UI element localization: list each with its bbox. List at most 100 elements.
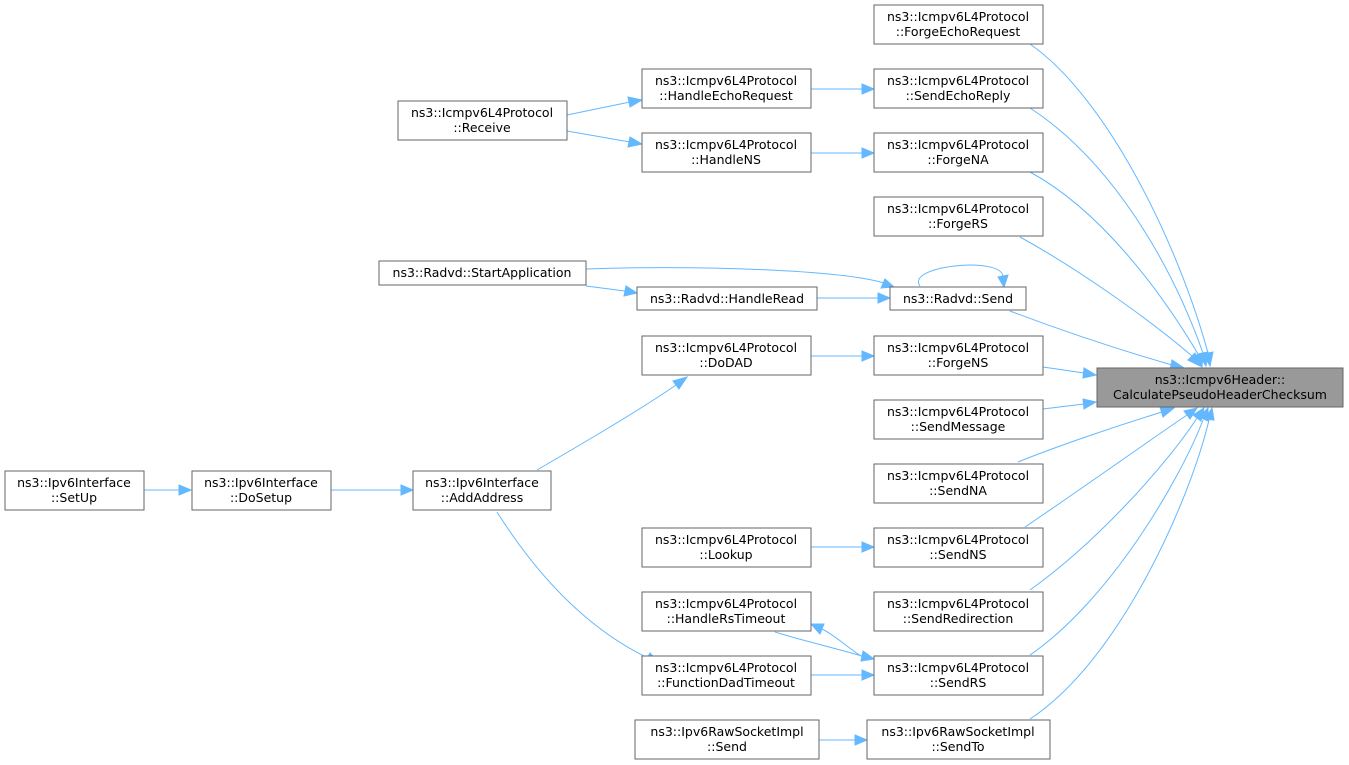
node-label-line2: ::ForgeNA — [927, 152, 989, 167]
node-set-up[interactable]: ns3::Ipv6Interface ::SetUp — [4, 470, 145, 511]
graph-nodes: ns3::Icmpv6Header:: CalculatePseudoHeade… — [4, 4, 1344, 760]
node-forge-rs[interactable]: ns3::Icmpv6L4Protocol ::ForgeRS — [873, 196, 1044, 237]
node-label-line1: ns3::Icmpv6Header:: — [1155, 372, 1286, 387]
node-label-line2: CalculatePseudoHeaderChecksum — [1113, 387, 1327, 402]
edge-send-ns-to-target — [1024, 407, 1199, 528]
node-forge-na[interactable]: ns3::Icmpv6L4Protocol ::ForgeNA — [873, 132, 1044, 173]
node-label-line2: ::DoDAD — [699, 355, 752, 370]
edge-start-application-to-radvd-send — [585, 267, 896, 289]
node-label: ns3::Radvd::Send — [903, 291, 1013, 306]
edge-lookup-to-send-ns — [811, 541, 876, 553]
node-label: ns3::Radvd::HandleRead — [650, 291, 804, 306]
node-label-line1: ns3::Icmpv6L4Protocol — [887, 404, 1029, 419]
node-receive[interactable]: ns3::Icmpv6L4Protocol ::Receive — [397, 100, 568, 141]
node-label-line2: ::AddAddress — [441, 490, 523, 505]
edge-radvd-send-self-loop — [917, 264, 1009, 289]
node-label-line1: ns3::Icmpv6L4Protocol — [655, 532, 797, 547]
node-forge-echo-request[interactable]: ns3::Icmpv6L4Protocol ::ForgeEchoRequest — [873, 4, 1044, 45]
edge-send-rs-to-target — [1029, 406, 1209, 656]
edge-forge-na-to-target — [1029, 171, 1204, 369]
node-forge-ns[interactable]: ns3::Icmpv6L4Protocol ::ForgeNS — [873, 335, 1044, 376]
node-label-line1: ns3::Icmpv6L4Protocol — [887, 660, 1029, 675]
edge-set-up-to-do-setup — [144, 484, 193, 496]
node-handle-rs-timeout[interactable]: ns3::Icmpv6L4Protocol ::HandleRsTimeout — [641, 591, 812, 632]
node-send-message[interactable]: ns3::Icmpv6L4Protocol ::SendMessage — [873, 399, 1044, 440]
node-label-line2: ::SendRedirection — [903, 611, 1014, 626]
edge-forge-ns-to-target — [1042, 366, 1098, 379]
edge-handle-read-to-radvd-send — [817, 292, 892, 304]
node-send-redirection[interactable]: ns3::Icmpv6L4Protocol ::SendRedirection — [873, 591, 1044, 632]
edge-send-rs-to-handle-rs-timeout — [809, 623, 867, 660]
node-label-line2: ::ForgeRS — [928, 216, 988, 231]
node-handle-ns[interactable]: ns3::Icmpv6L4Protocol ::HandleNS — [641, 132, 812, 173]
node-label-line2: ::SendNA — [929, 483, 987, 498]
node-start-application[interactable]: ns3::Radvd::StartApplication — [378, 260, 587, 286]
node-label-line2: ::FunctionDadTimeout — [657, 675, 795, 690]
node-label-line1: ns3::Icmpv6L4Protocol — [887, 468, 1029, 483]
node-label-line2: ::DoSetup — [230, 490, 292, 505]
node-label-line1: ns3::Icmpv6L4Protocol — [887, 9, 1029, 24]
edge-send-redirection-to-target — [1029, 406, 1205, 591]
node-send-ns[interactable]: ns3::Icmpv6L4Protocol ::SendNS — [873, 527, 1044, 568]
edge-forge-rs-to-target — [1019, 236, 1201, 368]
edge-handle-rs-timeout-to-send-rs — [774, 631, 876, 662]
node-label-line1: ns3::Ipv6RawSocketImpl — [881, 724, 1034, 739]
node-label-line1: ns3::Icmpv6L4Protocol — [655, 596, 797, 611]
node-add-address[interactable]: ns3::Ipv6Interface ::AddAddress — [412, 470, 552, 511]
node-label-line2: ::SendTo — [931, 739, 984, 754]
edge-do-setup-to-add-address — [331, 484, 415, 496]
node-label-line2: ::SendMessage — [911, 419, 1006, 434]
edge-do-dad-to-forge-ns — [811, 350, 876, 362]
node-label-line1: ns3::Icmpv6L4Protocol — [887, 73, 1029, 88]
edge-receive-to-handle-ns — [566, 130, 644, 148]
node-lookup[interactable]: ns3::Icmpv6L4Protocol ::Lookup — [641, 527, 812, 568]
edge-forge-echo-request-to-target — [1029, 43, 1214, 368]
node-do-setup[interactable]: ns3::Ipv6Interface ::DoSetup — [191, 470, 332, 511]
node-label-line2: ::SendEchoReply — [906, 88, 1011, 103]
graph-edges — [144, 43, 1215, 746]
node-radvd-handle-read[interactable]: ns3::Radvd::HandleRead — [636, 286, 818, 311]
node-label-line1: ns3::Icmpv6L4Protocol — [887, 137, 1029, 152]
edge-raw-send-to-raw-send-to — [819, 734, 869, 746]
node-label-line2: ::ForgeEchoRequest — [896, 24, 1021, 39]
edge-raw-send-to-to-target — [1029, 406, 1215, 720]
node-handle-echo-request[interactable]: ns3::Icmpv6L4Protocol ::HandleEchoReques… — [641, 68, 812, 109]
node-raw-send-to[interactable]: ns3::Ipv6RawSocketImpl ::SendTo — [866, 719, 1051, 760]
node-label-line2: ::HandleRsTimeout — [667, 611, 786, 626]
node-label-line2: ::ForgeNS — [928, 355, 989, 370]
node-label-line1: ns3::Icmpv6L4Protocol — [655, 340, 797, 355]
node-label-line2: ::SetUp — [51, 490, 97, 505]
node-label-line1: ns3::Icmpv6L4Protocol — [887, 596, 1029, 611]
node-label-line1: ns3::Ipv6Interface — [425, 475, 539, 490]
node-target-calculate-pseudo-header-checksum[interactable]: ns3::Icmpv6Header:: CalculatePseudoHeade… — [1096, 367, 1344, 408]
node-do-dad[interactable]: ns3::Icmpv6L4Protocol ::DoDAD — [641, 335, 812, 376]
edge-send-message-to-target — [1042, 398, 1098, 410]
edge-function-dad-timeout-to-send-rs — [811, 669, 876, 681]
node-label-line2: ::Lookup — [699, 547, 752, 562]
node-label-line1: ns3::Icmpv6L4Protocol — [655, 73, 797, 88]
node-label-line2: ::Receive — [453, 120, 511, 135]
node-label-line1: ns3::Icmpv6L4Protocol — [887, 340, 1029, 355]
edge-add-address-to-do-dad — [536, 376, 689, 471]
node-label-line2: ::HandleNS — [691, 152, 761, 167]
node-label-line1: ns3::Icmpv6L4Protocol — [887, 532, 1029, 547]
edge-handle-ns-to-forge-na — [811, 147, 876, 159]
node-function-dad-timeout[interactable]: ns3::Icmpv6L4Protocol ::FunctionDadTimeo… — [641, 655, 812, 696]
node-label-line2: ::SendNS — [929, 547, 986, 562]
node-label-line1: ns3::Ipv6Interface — [17, 475, 131, 490]
edge-add-address-to-function-dad-timeout — [496, 511, 661, 664]
node-send-na[interactable]: ns3::Icmpv6L4Protocol ::SendNA — [873, 463, 1044, 504]
node-label-line1: ns3::Ipv6Interface — [204, 475, 318, 490]
node-radvd-send[interactable]: ns3::Radvd::Send — [889, 286, 1027, 311]
node-label-line1: ns3::Icmpv6L4Protocol — [655, 660, 797, 675]
node-label-line1: ns3::Icmpv6L4Protocol — [411, 105, 553, 120]
node-raw-send[interactable]: ns3::Ipv6RawSocketImpl ::Send — [634, 719, 820, 760]
node-label-line2: ::SendRS — [930, 675, 987, 690]
node-label-line2: ::Send — [707, 739, 747, 754]
node-label-line1: ns3::Icmpv6L4Protocol — [887, 201, 1029, 216]
node-send-echo-reply[interactable]: ns3::Icmpv6L4Protocol ::SendEchoReply — [873, 68, 1044, 109]
node-send-rs[interactable]: ns3::Icmpv6L4Protocol ::SendRS — [873, 655, 1044, 696]
edge-start-application-to-handle-read — [585, 285, 639, 297]
edge-receive-to-handle-echo-request — [566, 96, 644, 116]
